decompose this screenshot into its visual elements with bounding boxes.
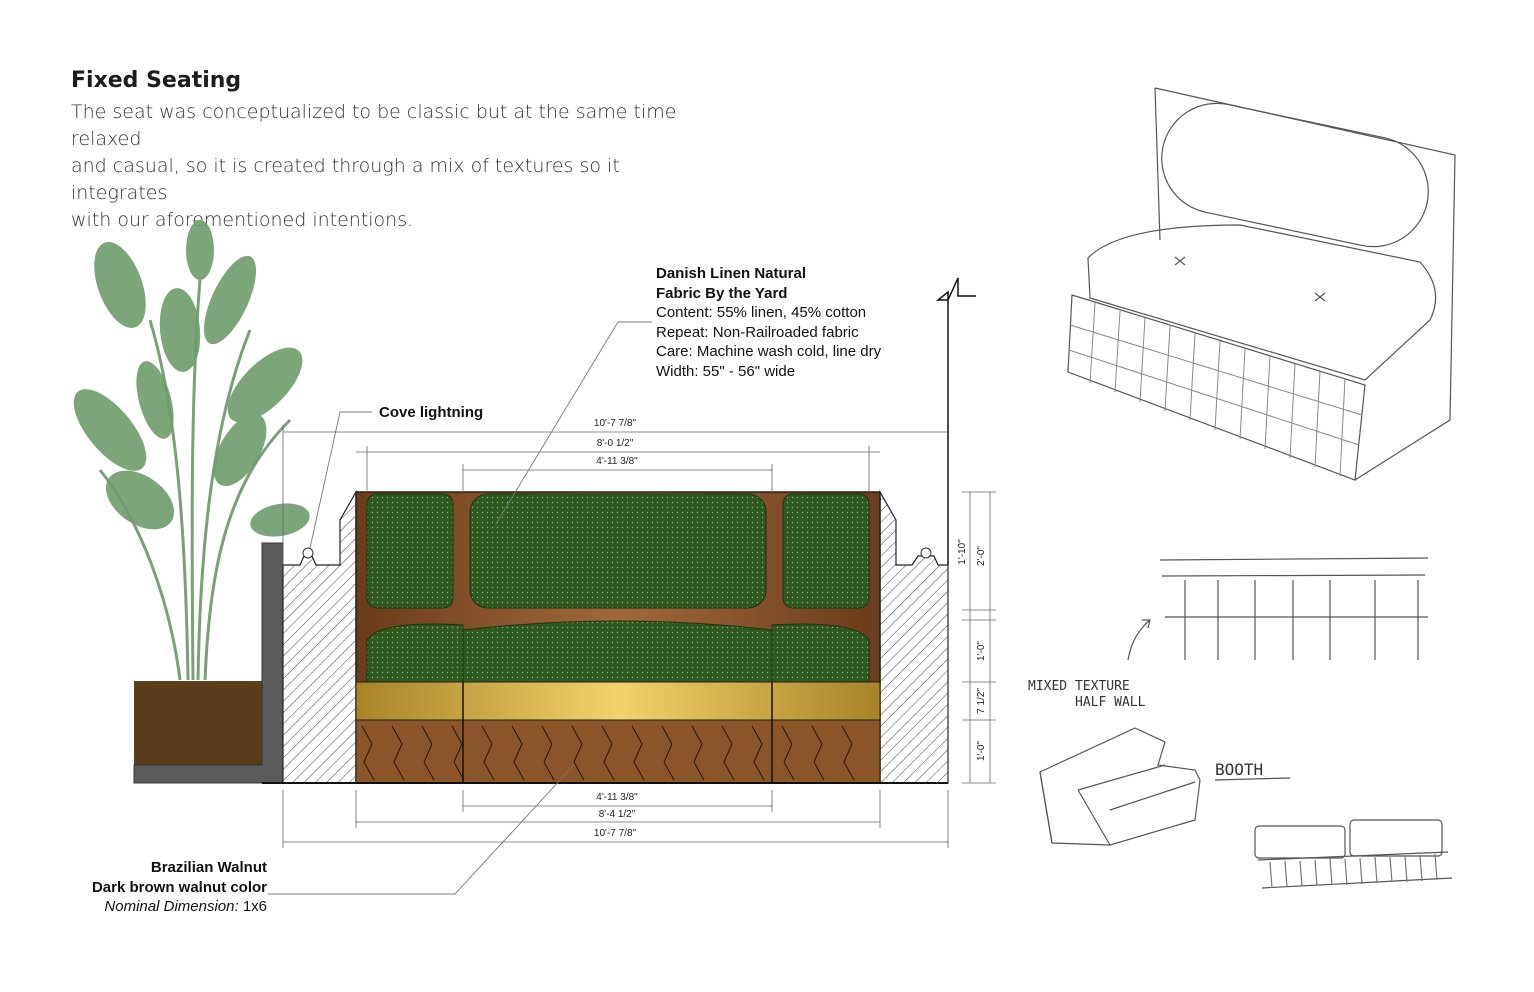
cove-light-right: [920, 547, 932, 559]
intro-line: with our aforementioned intentions.: [71, 209, 414, 231]
right-half-wall: [879, 489, 949, 784]
walnut-name-line1: Brazilian Walnut: [150, 859, 267, 876]
fabric-name-line2: Fabric By the Yard: [656, 284, 788, 302]
dim-right-light: 7 1/2": [976, 688, 987, 714]
break-line: [935, 277, 976, 565]
fabric-repeat: Repeat: Non-Railroaded fabric: [656, 323, 859, 341]
brass-light-strip: [355, 681, 881, 721]
leader-lines: [268, 321, 652, 895]
intro-paragraph: The seat was conceptualized to be classi…: [71, 99, 721, 234]
plant-illustration: [73, 220, 310, 681]
fabric-content: Content: 55% linen, 45% cotton: [656, 304, 867, 321]
booth-underline: [1214, 777, 1291, 781]
dim-top-overall: 10'-7 7/8": [594, 418, 637, 429]
intro-line: The seat was conceptualized to be classi…: [71, 101, 677, 150]
fabric-care: Care: Machine wash cold, line dry: [656, 343, 882, 360]
seat-elevation-sketch: [1254, 819, 1453, 889]
page-title: Fixed Seating: [71, 68, 242, 93]
left-half-wall: [282, 489, 357, 784]
dim-bottom-mid: 8'-4 1/2": [599, 809, 636, 820]
booth-block-sketch: [1039, 727, 1201, 846]
fabric-width: Width: 55" - 56" wide: [656, 362, 796, 380]
fabric-annotation: Danish Linen Natural Fabric By the Yard …: [656, 264, 881, 381]
intro-line: and casual, so it is created through a m…: [71, 155, 620, 204]
nominal-label: Nominal Dimension:: [104, 898, 239, 915]
booth-perspective-sketch: [1067, 87, 1456, 481]
half-wall-label: HALF WALL: [1075, 695, 1146, 710]
dim-right-back-total: 2'-0": [976, 546, 987, 566]
walnut-name-line2: Dark brown walnut color: [91, 878, 267, 896]
dim-top-inner: 4'-11 3/8": [596, 456, 638, 467]
dim-bottom-overall: 10'-7 7/8": [594, 828, 637, 839]
planter-soil: [134, 681, 262, 765]
dim-top-mid: 8'-0 1/2": [597, 438, 634, 449]
walnut-pattern: [361, 725, 855, 781]
walnut-annotation: Brazilian Walnut Dark brown walnut color…: [60, 858, 267, 917]
cove-lighting-label: Cove lightning: [379, 404, 484, 421]
seat-cushion-center: [462, 620, 773, 683]
nominal-value: 1x6: [242, 898, 267, 915]
seat-cushion-left: [366, 623, 464, 683]
mixed-texture-label: MIXED TEXTURE: [1028, 679, 1130, 694]
walnut-base: [355, 719, 881, 784]
back-cushion-left: [366, 493, 454, 609]
back-cushion-right: [782, 493, 870, 609]
half-wall-sketch: [1127, 557, 1429, 661]
dim-right-base: 1'-0": [976, 741, 987, 761]
back-cushion-center: [469, 493, 767, 609]
dim-bottom-inner: 4'-11 3/8": [596, 792, 638, 803]
fabric-name-line1: Danish Linen Natural: [656, 265, 807, 282]
dim-right-seat: 1'-0": [976, 641, 987, 661]
seat-cushion-right: [771, 623, 870, 683]
booth-label: BOOTH: [1215, 760, 1263, 779]
cove-light-left: [302, 547, 314, 559]
dim-right-back: 1'-10": [957, 539, 968, 565]
